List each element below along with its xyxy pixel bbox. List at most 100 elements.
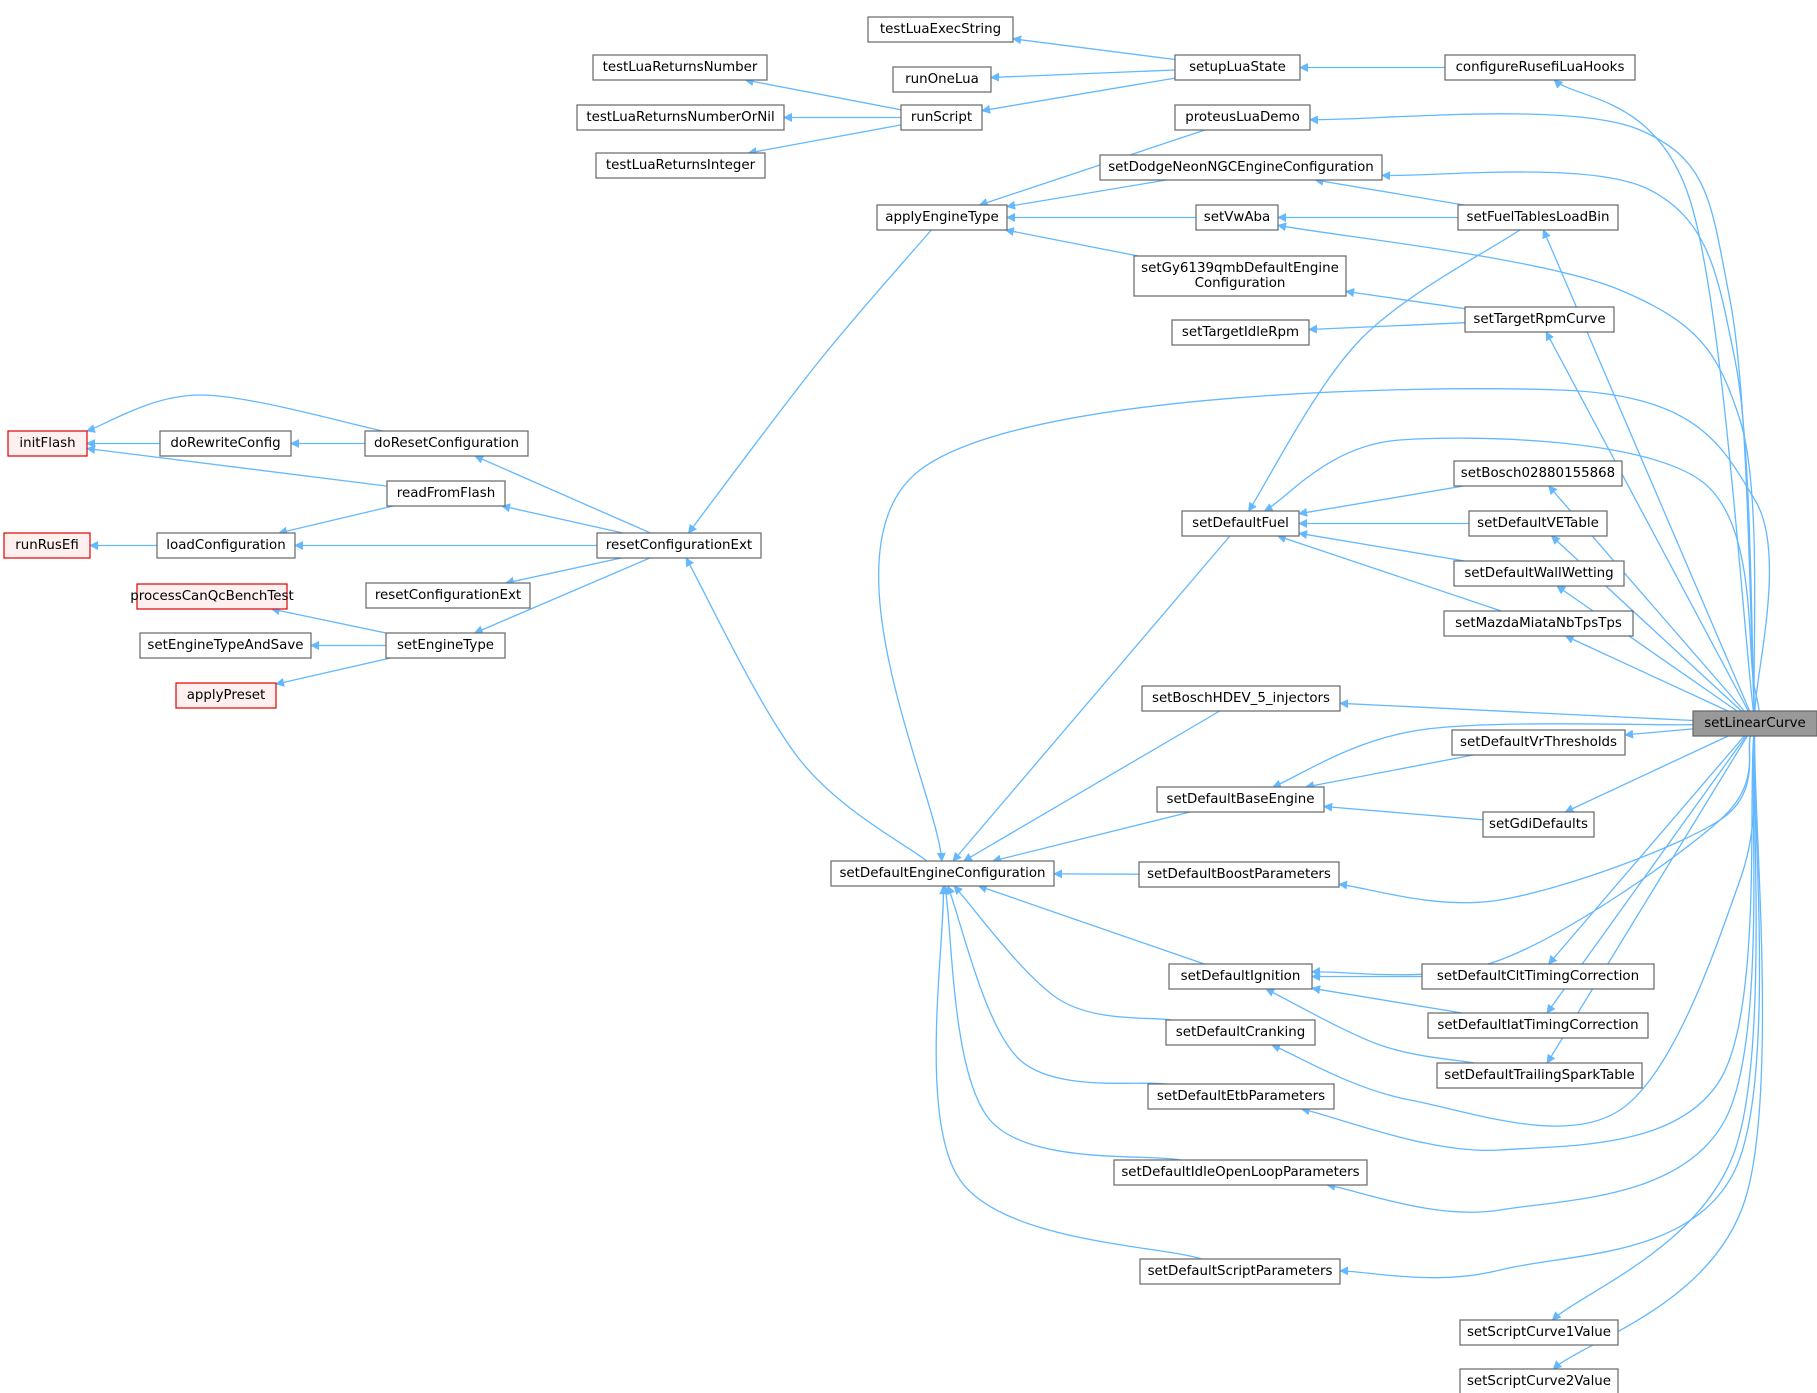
node-setBosch02880155868[interactable]: setBosch02880155868 — [1453, 460, 1623, 487]
node-applyPreset[interactable]: applyPreset — [175, 682, 277, 709]
node-testLuaReturnsNumber[interactable]: testLuaReturnsNumber — [592, 54, 768, 81]
node-label: Configuration — [1195, 276, 1286, 291]
node-setDefaultScriptParameters[interactable]: setDefaultScriptParameters — [1139, 1258, 1341, 1285]
node-box — [1444, 54, 1636, 81]
node-label: setDefaultBoostParameters — [1147, 867, 1331, 882]
node-resetConfigurationExt2[interactable]: resetConfigurationExt — [365, 582, 531, 609]
edge-setDefaultFuel-to-setFuelTablesLoadBin — [1248, 229, 1521, 512]
node-box — [159, 430, 292, 457]
edge-setDefaultBaseEngine-to-setGdiDefaults — [1323, 802, 1484, 821]
node-setEngineTypeAndSave[interactable]: setEngineTypeAndSave — [139, 632, 312, 659]
node-box — [1099, 154, 1383, 181]
edge-readFromFlash-to-resetConfigurationExt — [501, 503, 624, 534]
node-setTargetRpmCurve[interactable]: setTargetRpmCurve — [1464, 306, 1615, 333]
edge-setTargetIdleRpm-to-setTargetRpmCurve — [1308, 322, 1466, 334]
node-setDefaultBaseEngine[interactable]: setDefaultBaseEngine — [1156, 786, 1325, 813]
node-doResetConfiguration[interactable]: doResetConfiguration — [364, 430, 529, 457]
node-setDefaultEtbParameters[interactable]: setDefaultEtbParameters — [1147, 1083, 1335, 1110]
edge-setDefaultEngineConfiguration-to-setLinearCurve — [878, 388, 1771, 862]
node-box — [1156, 786, 1325, 813]
node-box — [596, 532, 762, 559]
node-box — [385, 632, 506, 659]
node-label: doResetConfiguration — [374, 436, 519, 451]
node-label: setTargetRpmCurve — [1473, 312, 1605, 327]
node-box — [1147, 1083, 1335, 1110]
node-label: setDefaultVrThresholds — [1460, 735, 1617, 750]
node-label: setGy6139qmbDefaultEngine — [1141, 261, 1339, 276]
node-readFromFlash[interactable]: readFromFlash — [386, 480, 506, 507]
node-setDefaultIdleOpenLoopParameters[interactable]: setDefaultIdleOpenLoopParameters — [1113, 1159, 1368, 1186]
node-resetConfigurationExt[interactable]: resetConfigurationExt — [596, 532, 762, 559]
node-setLinearCurve[interactable]: setLinearCurve — [1692, 710, 1817, 737]
edge-proteusLuaDemo-to-setLinearCurve — [1309, 113, 1755, 712]
node-label: setMazdaMiataNbTpsTps — [1455, 616, 1622, 631]
node-testLuaReturnsInteger[interactable]: testLuaReturnsInteger — [595, 152, 766, 179]
node-proteusLuaDemo[interactable]: proteusLuaDemo — [1174, 104, 1311, 131]
node-box — [1482, 811, 1595, 838]
node-doRewriteConfig[interactable]: doRewriteConfig — [159, 430, 292, 457]
node-setTargetIdleRpm[interactable]: setTargetIdleRpm — [1171, 319, 1310, 346]
node-setGdiDefaults[interactable]: setGdiDefaults — [1482, 811, 1595, 838]
node-setMazdaMiataNbTpsTps[interactable]: setMazdaMiataNbTpsTps — [1443, 610, 1634, 637]
node-runScript[interactable]: runScript — [900, 104, 983, 131]
node-setDefaultCranking[interactable]: setDefaultCranking — [1165, 1019, 1316, 1046]
node-setDefaultWallWetting[interactable]: setDefaultWallWetting — [1453, 560, 1625, 587]
node-label: runScript — [911, 110, 972, 125]
node-setDefaultFuel[interactable]: setDefaultFuel — [1181, 510, 1300, 537]
node-setScriptCurve1Value[interactable]: setScriptCurve1Value — [1459, 1319, 1619, 1346]
node-testLuaReturnsNumberOrNil[interactable]: testLuaReturnsNumberOrNil — [576, 104, 785, 131]
edge-doResetConfiguration-to-resetConfigurationExt — [474, 455, 651, 534]
edge-applyEngineType-to-setDodgeNeonNGCEngineConfiguration — [1006, 179, 1167, 210]
node-label: proteusLuaDemo — [1185, 110, 1300, 125]
edge-setDefaultEtbParameters-to-setLinearCurve — [1300, 735, 1755, 1152]
edge-setDefaultIdleOpenLoopParameters-to-setLinearCurve — [1326, 735, 1755, 1213]
node-box — [1181, 510, 1300, 537]
node-testLuaExecString[interactable]: testLuaExecString — [867, 16, 1014, 43]
node-setScriptCurve2Value[interactable]: setScriptCurve2Value — [1459, 1368, 1619, 1393]
node-label: testLuaReturnsNumberOrNil — [586, 110, 774, 125]
node-setDefaultIatTimingCorrection[interactable]: setDefaultIatTimingCorrection — [1427, 1012, 1649, 1039]
node-runRusEfi[interactable]: runRusEfi — [3, 532, 91, 559]
edge-processCanQcBenchTest-to-setEngineType — [270, 606, 387, 634]
node-box — [1113, 1159, 1368, 1186]
node-label: setScriptCurve1Value — [1467, 1325, 1611, 1340]
node-loadConfiguration[interactable]: loadConfiguration — [156, 532, 296, 559]
node-box — [7, 430, 88, 457]
node-setDefaultVrThresholds[interactable]: setDefaultVrThresholds — [1451, 729, 1626, 756]
edge-setDefaultWallWetting-to-setLinearCurve — [1556, 585, 1738, 712]
node-box — [1141, 685, 1341, 712]
node-box — [576, 104, 785, 131]
node-setupLuaState[interactable]: setupLuaState — [1174, 54, 1301, 81]
node-label: setEngineType — [397, 638, 494, 653]
node-setDefaultIgnition[interactable]: setDefaultIgnition — [1168, 963, 1313, 990]
node-box — [595, 152, 766, 179]
edge-setDefaultEngineConfiguration-to-setBoschHDEV_5_injectors — [963, 710, 1221, 862]
node-box — [1171, 319, 1310, 346]
edges-layer — [85, 35, 1771, 1370]
edge-initFlash-to-readFromFlash — [86, 445, 388, 487]
node-setVwAba[interactable]: setVwAba — [1195, 204, 1279, 231]
node-processCanQcBenchTest[interactable]: processCanQcBenchTest — [130, 583, 294, 610]
edge-testLuaReturnsInteger-to-runScript — [747, 124, 902, 156]
nodes-layer: testLuaExecString runOneLua setupLuaState c… — [3, 16, 1817, 1393]
node-initFlash[interactable]: initFlash — [7, 430, 88, 457]
node-runOneLua[interactable]: runOneLua — [892, 66, 992, 93]
node-label: setScriptCurve2Value — [1467, 1374, 1611, 1389]
node-setDefaultVETable[interactable]: setDefaultVETable — [1468, 510, 1608, 537]
edge-runScript-to-setupLuaState — [981, 77, 1176, 114]
node-applyEngineType[interactable]: applyEngineType — [876, 204, 1008, 231]
node-setDefaultBoostParameters[interactable]: setDefaultBoostParameters — [1138, 861, 1340, 888]
node-setDefaultCltTimingCorrection[interactable]: setDefaultCltTimingCorrection — [1421, 963, 1655, 990]
node-box — [1195, 204, 1279, 231]
node-setFuelTablesLoadBin[interactable]: setFuelTablesLoadBin — [1457, 204, 1619, 231]
node-configureRusefiLuaHooks[interactable]: configureRusefiLuaHooks — [1444, 54, 1636, 81]
edge-setDefaultIgnition-to-setDefaultTrailingSparkTable — [1265, 988, 1475, 1064]
node-setBoschHDEV_5_injectors[interactable]: setBoschHDEV_5_injectors — [1141, 685, 1341, 712]
node-setEngineType[interactable]: setEngineType — [385, 632, 506, 659]
edge-testLuaReturnsNumber-to-runScript — [744, 77, 902, 111]
node-setDodgeNeonNGCEngineConfiguration[interactable]: setDodgeNeonNGCEngineConfiguration — [1099, 154, 1383, 181]
node-setDefaultEngineConfiguration[interactable]: setDefaultEngineConfiguration — [830, 860, 1055, 887]
edge-resetConfigurationExt-to-applyEngineType — [687, 229, 932, 534]
node-setDefaultTrailingSparkTable[interactable]: setDefaultTrailingSparkTable — [1436, 1062, 1643, 1089]
